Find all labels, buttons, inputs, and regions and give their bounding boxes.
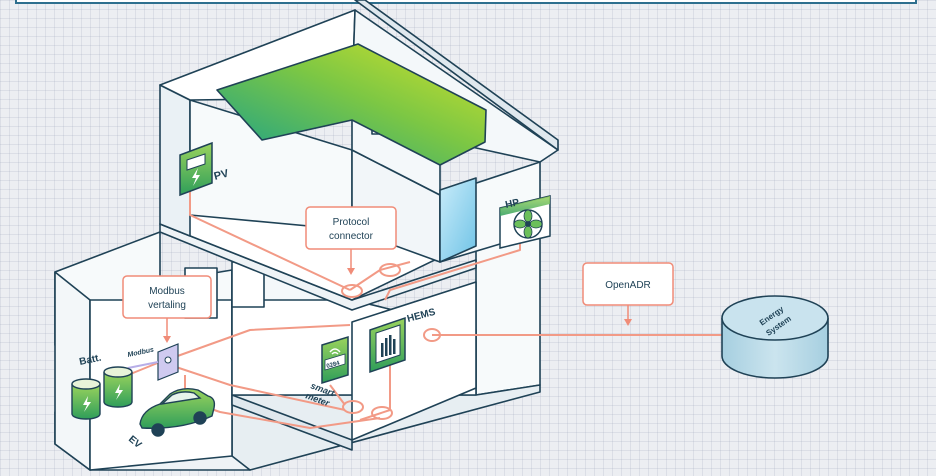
pv-label: PV bbox=[213, 167, 231, 183]
pv-inverter: PV bbox=[179, 141, 231, 197]
junction-loop bbox=[342, 400, 364, 414]
top-banner bbox=[15, 0, 917, 4]
modbus-line-2: vertaling bbox=[148, 300, 186, 311]
wifi-icon bbox=[329, 348, 341, 355]
batteries: Batt. bbox=[71, 353, 133, 420]
fan-blades-icon bbox=[513, 209, 543, 239]
wire-pv bbox=[189, 190, 351, 291]
callout-openadr: OpenADR bbox=[582, 262, 674, 326]
glass-panel bbox=[439, 177, 477, 263]
batt-label: Batt. bbox=[78, 353, 102, 368]
junction-loop bbox=[379, 263, 401, 277]
wire-batt bbox=[127, 361, 161, 376]
lightning-icon bbox=[192, 168, 200, 186]
modbus-device: Modbus bbox=[127, 343, 179, 381]
plug-icon bbox=[164, 356, 172, 364]
lower-right-outer-wall bbox=[475, 229, 541, 396]
meter-code: 0284 bbox=[326, 361, 341, 370]
solar-panel bbox=[216, 43, 487, 166]
wire-modbus-hems bbox=[171, 324, 351, 359]
junction-loop bbox=[423, 328, 441, 342]
wire-modbus-floor bbox=[169, 364, 346, 411]
modbus-line-1: Modbus bbox=[149, 286, 185, 297]
lower-front-edge bbox=[231, 394, 353, 451]
hems-device: HEMS bbox=[369, 307, 437, 374]
energy-system-cylinder: Energy System bbox=[721, 295, 829, 379]
house bbox=[54, 0, 559, 471]
callout-modbus-vertaling: Modbus vertaling bbox=[122, 275, 212, 343]
roof-ridge-edge bbox=[354, 0, 559, 151]
protocol-line-2: connector bbox=[329, 231, 374, 242]
protocol-line-1: Protocol bbox=[333, 217, 370, 228]
junction-loop bbox=[371, 406, 393, 420]
hp-label: HP bbox=[504, 197, 520, 211]
junction-loop bbox=[341, 284, 363, 298]
callout-protocol-connector: Protocol connector bbox=[305, 206, 397, 275]
bar-chart-icon bbox=[381, 335, 396, 357]
heat-pump: HP bbox=[499, 195, 551, 249]
annex-left-wall bbox=[54, 271, 91, 471]
wire-meter bbox=[329, 384, 346, 406]
openadr-label: OpenADR bbox=[605, 280, 651, 291]
smart-meter: 0284 smart meter bbox=[304, 335, 349, 408]
